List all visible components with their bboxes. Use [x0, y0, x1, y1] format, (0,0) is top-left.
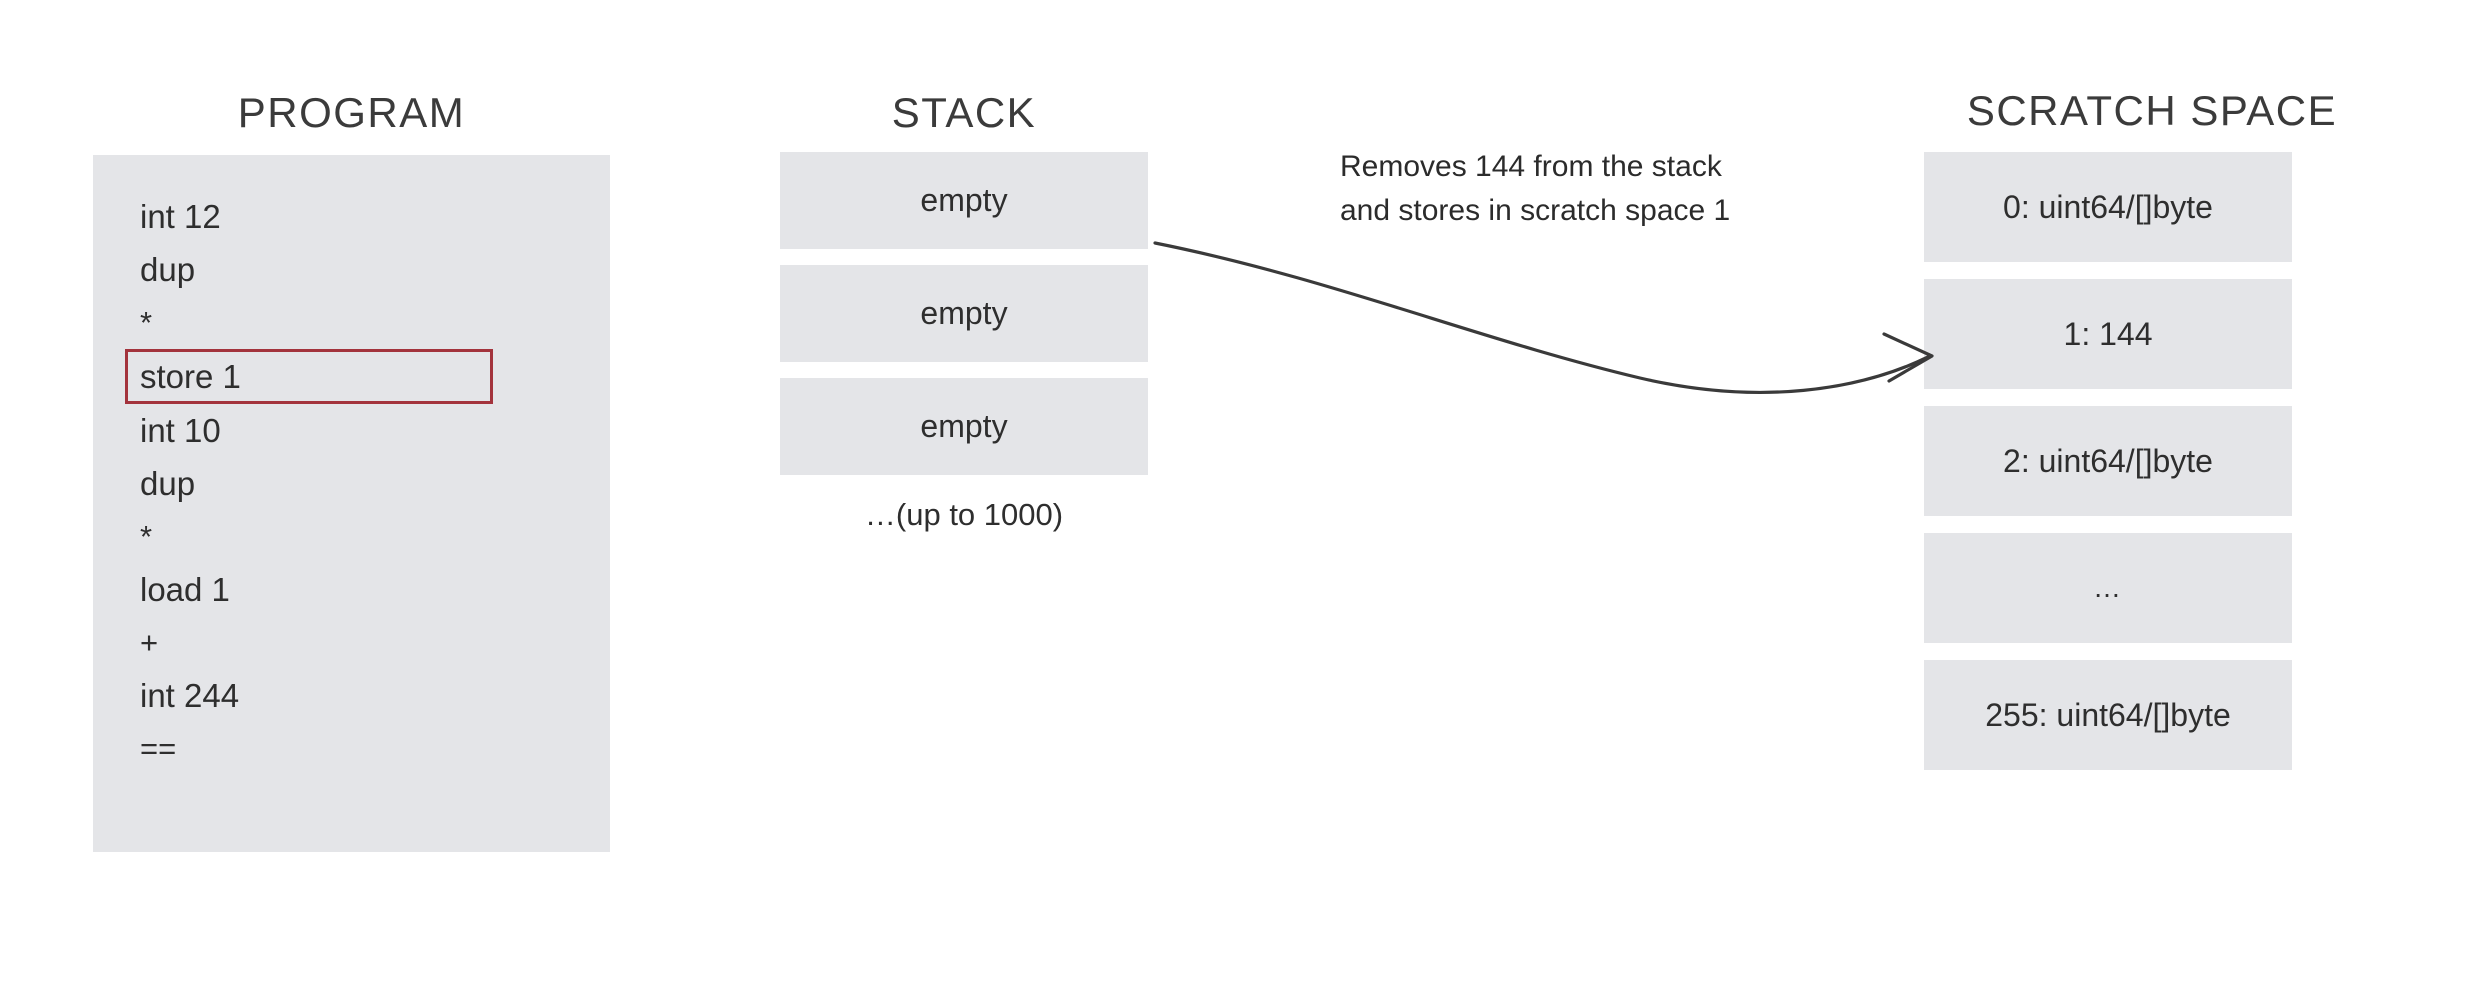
program-line: load 1 [140, 571, 230, 608]
scratch-slot: 0: uint64/[]byte [1924, 152, 2292, 262]
scratch-slot-target: 1: 144 [1924, 279, 2292, 389]
annotation-line-2: and stores in scratch space 1 [1340, 194, 1731, 227]
scratch-slot: 255: uint64/[]byte [1924, 660, 2292, 770]
program-line: dup [140, 465, 196, 502]
program-line: int 10 [140, 412, 221, 449]
program-line: dup [140, 251, 196, 288]
stack-slot: empty [780, 265, 1148, 362]
program-line: + [140, 625, 159, 660]
program-line: int 244 [140, 677, 240, 714]
annotation-line-1: Removes 144 from the stack [1340, 150, 1722, 183]
program-line: * [140, 305, 153, 340]
program-instruction-list: int 12 dup * store 1 int 10 dup * load 1… [125, 190, 570, 775]
stack-slot: empty [780, 378, 1148, 475]
program-panel [93, 155, 610, 852]
stack-overflow-note: …(up to 1000) [864, 497, 1064, 532]
program-column-heading: PROGRAM [237, 89, 466, 136]
stack-slot-list: empty empty empty …(up to 1000) [780, 152, 1148, 533]
program-line: int 12 [140, 198, 221, 235]
scratch-space-column-heading: SCRATCH SPACE [1966, 87, 2338, 134]
stack-column-heading: STACK [891, 89, 1037, 136]
scratch-slot: 2: uint64/[]byte [1924, 406, 2292, 516]
scratch-slot-list: 0: uint64/[]byte 1: 144 2: uint64/[]byte… [1924, 152, 2292, 787]
annotation-text: Removes 144 from the stack and stores in… [1340, 145, 1810, 233]
program-line: == [140, 731, 177, 766]
scratch-slot-ellipsis: … [1924, 533, 2292, 643]
program-line: * [140, 519, 153, 554]
flow-arrow-curve [1153, 241, 1930, 394]
stack-slot: empty [780, 152, 1148, 249]
program-line-highlighted: store 1 [125, 349, 493, 404]
